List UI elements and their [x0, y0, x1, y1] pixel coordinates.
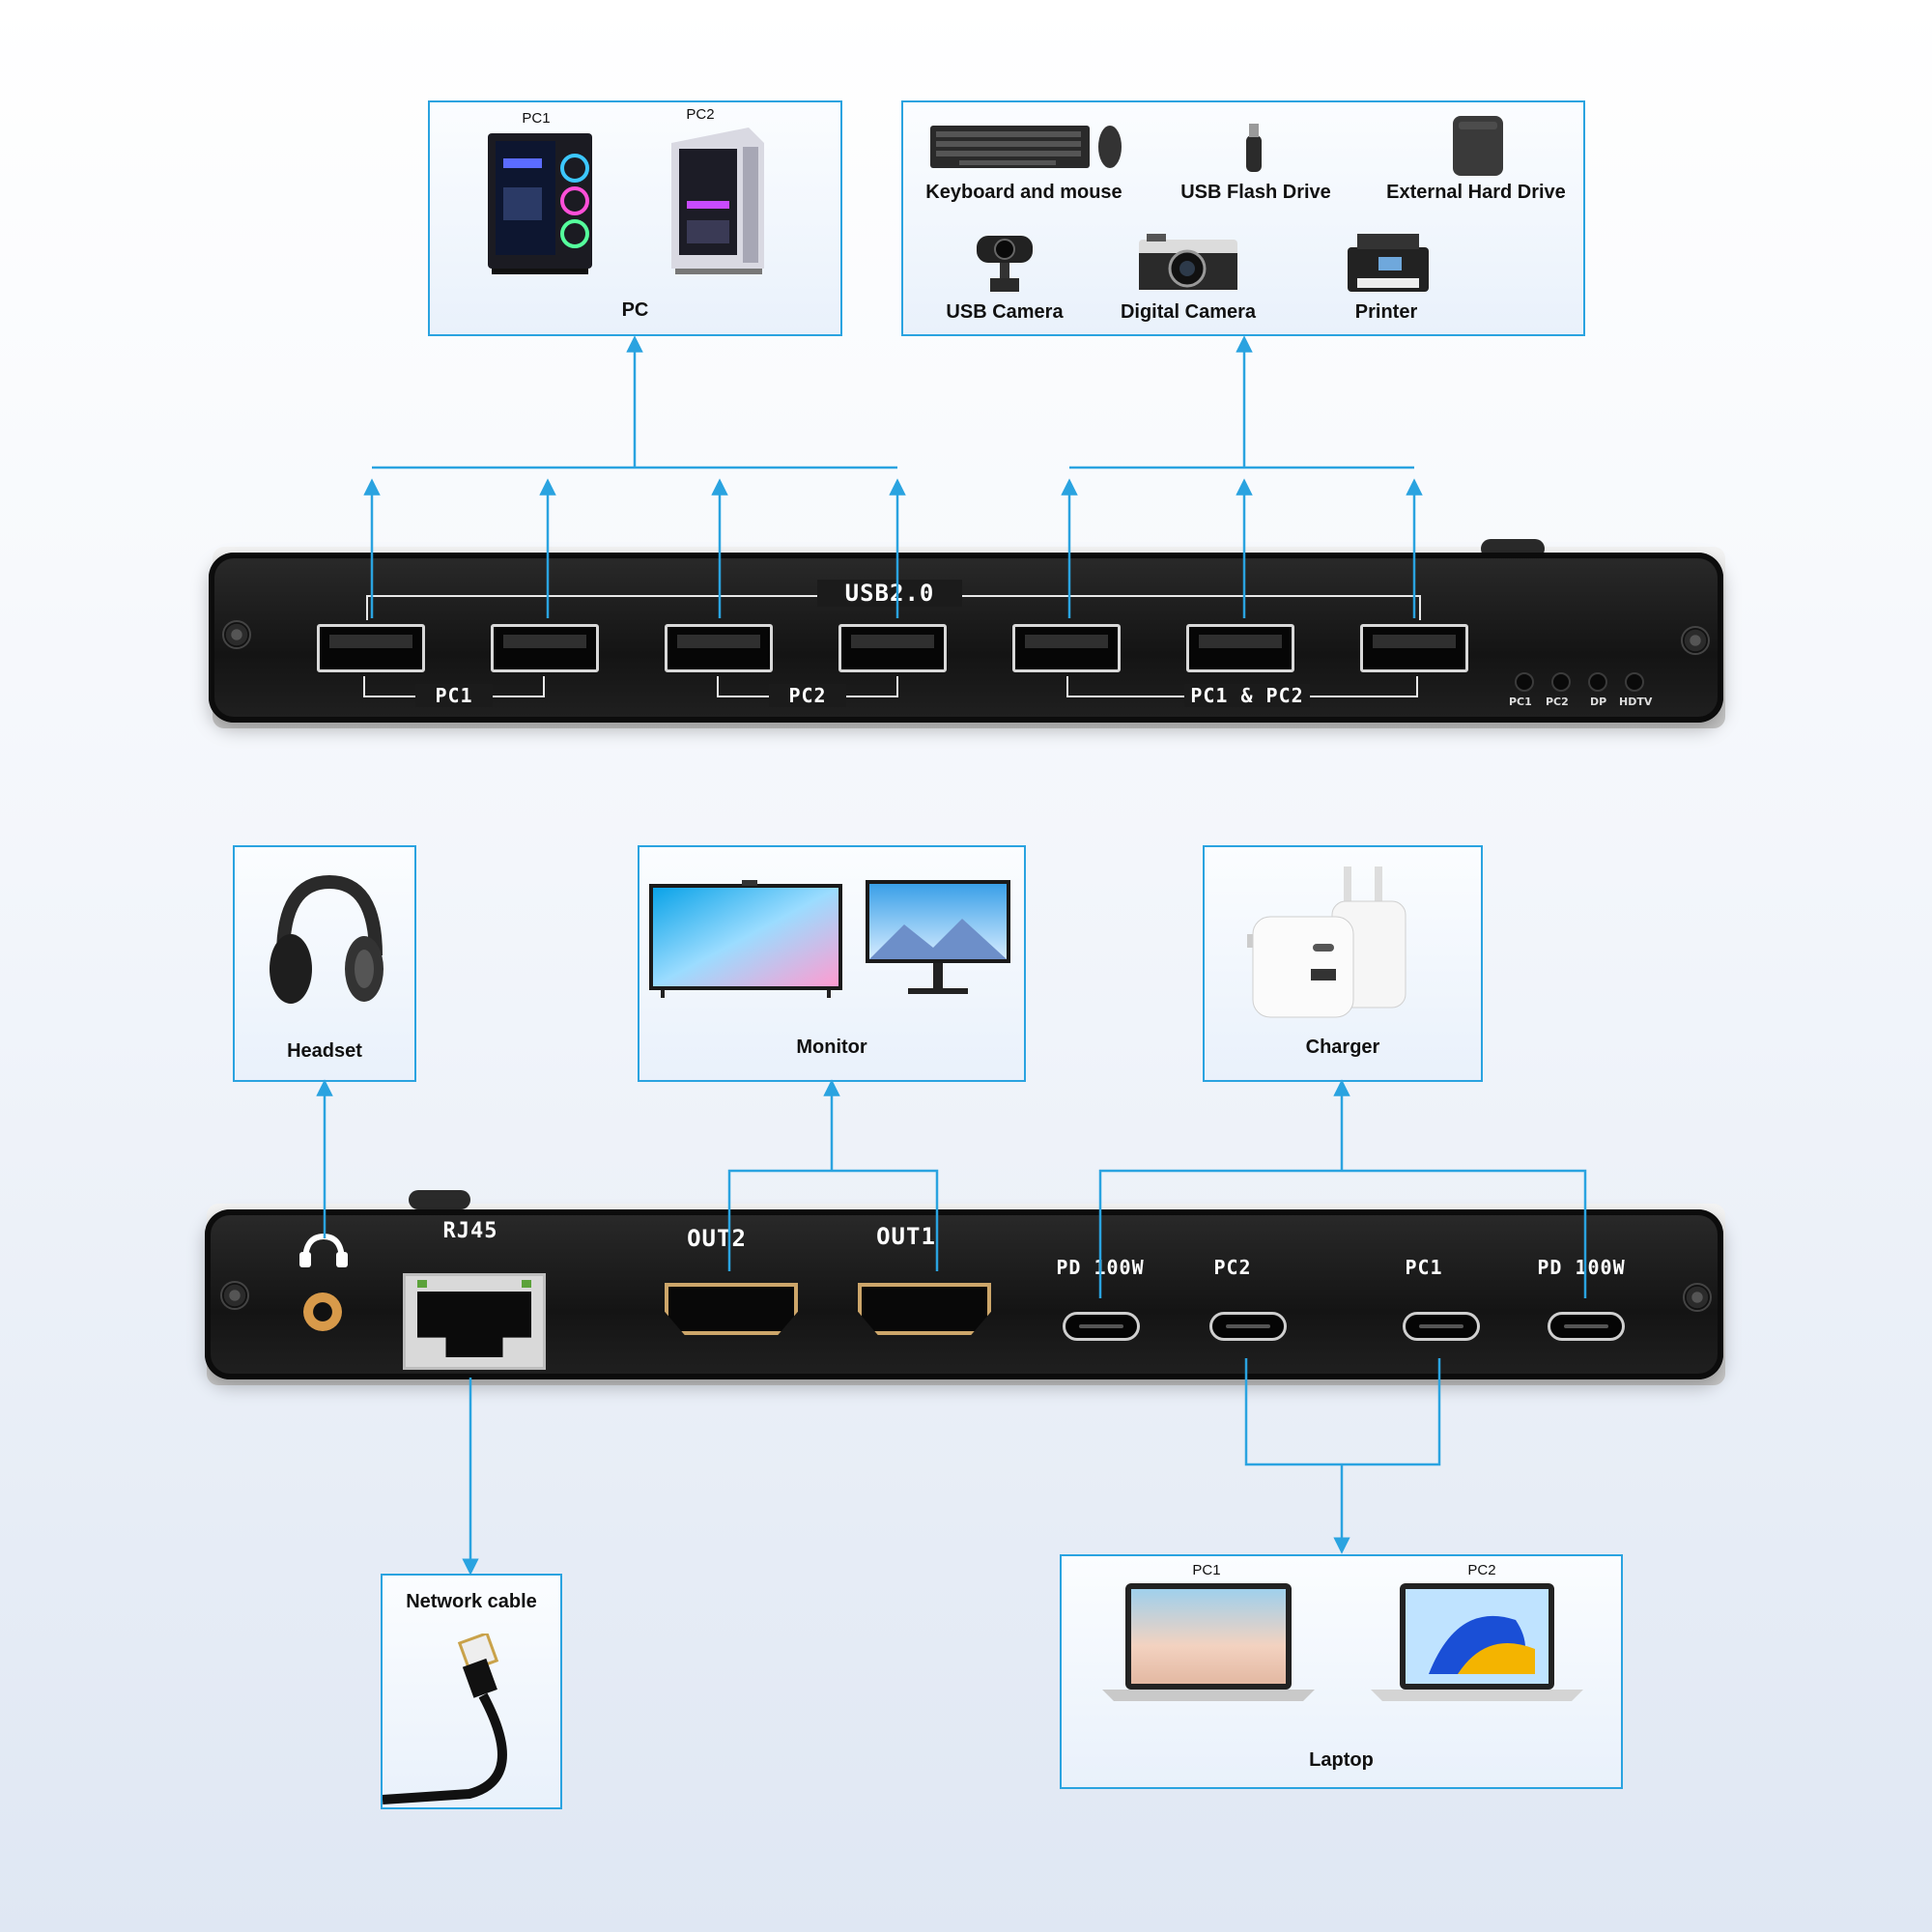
usb-devices-box: Keyboard and mouse USB Flash Drive Exter…: [901, 100, 1585, 336]
audio-jack[interactable]: [303, 1293, 342, 1331]
headset-label: Headset: [287, 1040, 362, 1062]
led-label-pc2: PC2: [1546, 696, 1569, 708]
laptop-pc2-icon: [1371, 1583, 1583, 1701]
external-hdd-icon: [1453, 116, 1503, 176]
laptop-pc1-caption: PC1: [1192, 1562, 1221, 1578]
flash-drive-label: USB Flash Drive: [1180, 182, 1331, 203]
charger-box: Charger: [1203, 845, 1483, 1082]
charger-icon: [1247, 867, 1406, 1018]
usbc-pd-left-port[interactable]: [1063, 1312, 1140, 1341]
led-label-pc1: PC1: [1509, 696, 1532, 708]
led-label-hdtv: HDTV: [1619, 696, 1653, 708]
digital-camera-icon: [1139, 234, 1237, 290]
usb2-title: USB2.0: [817, 580, 962, 607]
usb-port-shared-a[interactable]: [1012, 624, 1121, 672]
network-cable-box: Network cable: [381, 1574, 562, 1809]
usb-camera-icon: [977, 236, 1033, 292]
printer-icon: [1348, 234, 1429, 292]
laptop-box: PC1 PC2 Laptop: [1060, 1554, 1623, 1789]
pd-right-label: PD 100W: [1537, 1256, 1626, 1279]
external-hdd-label: External Hard Drive: [1386, 182, 1566, 203]
usb-port-pc2-b[interactable]: [838, 624, 947, 672]
digital-camera-label: Digital Camera: [1120, 301, 1257, 323]
usb-port-shared-b[interactable]: [1186, 624, 1294, 672]
led-pc2: [1551, 672, 1571, 692]
led-pc1: [1515, 672, 1534, 692]
usb-camera-label: USB Camera: [946, 301, 1064, 323]
screw-icon: [1681, 626, 1710, 655]
keyboard-mouse-label: Keyboard and mouse: [925, 182, 1122, 203]
shared-group-label: PC1 & PC2: [1184, 684, 1310, 707]
pc2-port-label: PC2: [1213, 1256, 1252, 1279]
rj45-label: RJ45: [442, 1219, 498, 1243]
laptop-label: Laptop: [1309, 1749, 1374, 1771]
pc-box: PC1 PC2 PC: [428, 100, 842, 336]
bottom-power-knob: [409, 1190, 470, 1209]
pc-label: PC: [621, 299, 649, 321]
usb-port-pc1-b[interactable]: [491, 624, 599, 672]
led-dp: [1588, 672, 1607, 692]
usbc-pc2-port[interactable]: [1209, 1312, 1287, 1341]
pc1-tower-icon: [488, 133, 592, 274]
usbc-pc1-port[interactable]: [1403, 1312, 1480, 1341]
laptop-pc2-caption: PC2: [1467, 1562, 1496, 1578]
headset-icon: [270, 874, 384, 1004]
pc2-group-label: PC2: [769, 684, 846, 707]
pc2-tower-icon: [671, 128, 764, 274]
top-device: USB2.0 PC1 PC2 PC1 & PC2 PC1 PC2 DP HDTV: [209, 553, 1723, 723]
led-label-dp: DP: [1590, 696, 1607, 708]
out1-label: OUT1: [876, 1223, 936, 1250]
printer-label: Printer: [1354, 301, 1418, 323]
network-cable-label: Network cable: [406, 1591, 537, 1612]
usb-port-pc2-a[interactable]: [665, 624, 773, 672]
out2-label: OUT2: [687, 1225, 747, 1252]
hdmi-out1-port[interactable]: [858, 1283, 991, 1335]
led-hdtv: [1625, 672, 1644, 692]
usbc-pd-right-port[interactable]: [1548, 1312, 1625, 1341]
screw-icon: [220, 1281, 249, 1310]
screw-icon: [222, 620, 251, 649]
rj45-port[interactable]: [403, 1273, 546, 1370]
pc1-group-label: PC1: [415, 684, 493, 707]
bottom-device: RJ45 OUT2 OUT1 PD 100W PC2 PC1 PD 100W: [205, 1209, 1723, 1379]
charger-label: Charger: [1305, 1037, 1380, 1058]
pc1-caption: PC1: [522, 110, 551, 127]
flash-drive-icon: [1246, 124, 1262, 172]
laptop-pc1-icon: [1102, 1583, 1315, 1701]
network-cable-icon: [383, 1634, 507, 1804]
tv-icon: [649, 880, 842, 998]
monitor-label: Monitor: [796, 1037, 867, 1058]
monitor-icon: [866, 880, 1010, 994]
keyboard-mouse-icon: [930, 126, 1122, 168]
screw-icon: [1683, 1283, 1712, 1312]
usb-port-shared-c[interactable]: [1360, 624, 1468, 672]
pc2-caption: PC2: [686, 106, 715, 123]
hdmi-out2-port[interactable]: [665, 1283, 798, 1335]
monitor-box: Monitor: [638, 845, 1026, 1082]
usb-port-pc1-a[interactable]: [317, 624, 425, 672]
pc1-port-label: PC1: [1405, 1256, 1443, 1279]
